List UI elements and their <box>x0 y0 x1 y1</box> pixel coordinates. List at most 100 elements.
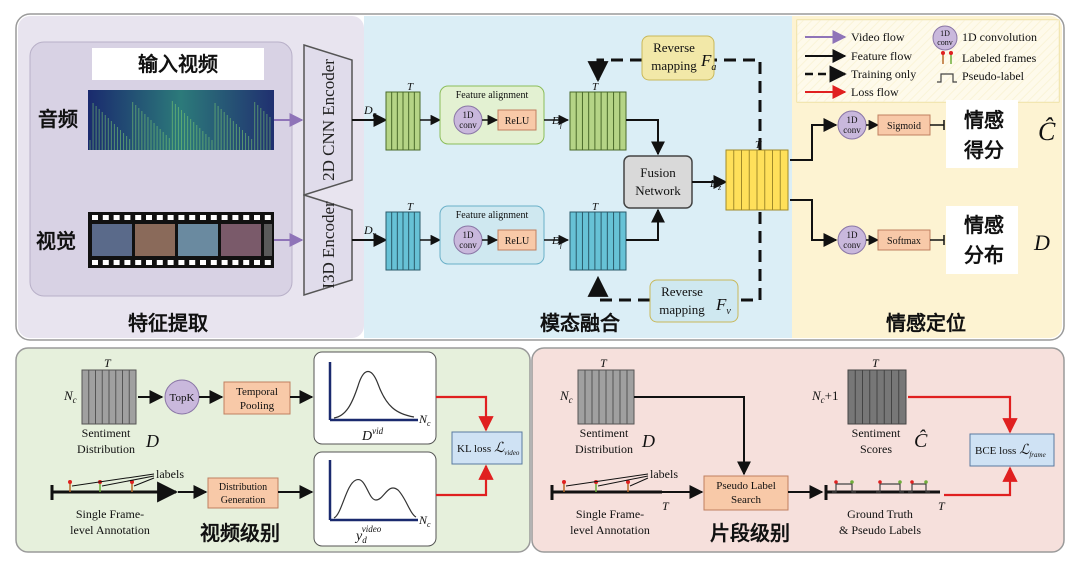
reverse-mapping-video-symbol: Fv <box>715 295 731 317</box>
sl-nc: Nc <box>559 388 573 405</box>
ground-truth-dot <box>898 480 902 484</box>
grid-v2-to-fusion <box>626 208 665 241</box>
sl-c-hat: Ĉ <box>914 428 928 452</box>
t-label-a2: T <box>592 81 599 93</box>
labeled-frame-dot <box>626 480 630 484</box>
sl-t2: T <box>662 499 670 513</box>
feature-extraction-label: 特征提取 <box>128 311 208 335</box>
video-level-section-label: 视频级别 <box>200 521 280 545</box>
film-hole <box>146 215 152 220</box>
score-label-2: 得分 <box>963 138 1004 162</box>
film-hole <box>135 215 142 220</box>
sl-scores-grid <box>847 369 907 425</box>
legend-training-only: Training only <box>851 67 916 81</box>
gt-pseudo-timeline <box>824 480 940 500</box>
vl-t: T <box>104 356 112 370</box>
video-aligned-grid <box>569 211 627 271</box>
sl-nc-plus: Nc+1 <box>811 388 839 405</box>
vl-sd-1: Sentiment <box>82 426 131 440</box>
t-label-v2: T <box>592 201 599 213</box>
conv-dist-label-2: conv <box>843 240 861 250</box>
ground-truth-dot <box>924 480 928 484</box>
pseudo-label-bracket <box>876 483 904 493</box>
audio-label: 音频 <box>38 107 78 131</box>
conv-audio-label-2: conv <box>459 120 477 130</box>
reverse-mapping-video-label-1: Reverse <box>661 284 703 299</box>
pseudo-label-bracket <box>832 483 856 493</box>
sl-labels: labels <box>650 467 678 481</box>
scores-2: Scores <box>860 442 892 456</box>
vl-d-symbol: D <box>145 431 159 451</box>
d-vid-curve <box>333 370 415 419</box>
dist-label-1: 情感 <box>964 213 1004 237</box>
segment-level-panel: Nc T Sentiment Distribution D labels T S… <box>531 347 1065 553</box>
d-vid-to-kl <box>436 395 494 432</box>
distribution-generation-2: Generation <box>221 495 265 506</box>
legend-conv-icon <box>932 25 958 51</box>
film-hole <box>113 215 120 220</box>
film-hole <box>243 260 250 265</box>
film-hole <box>124 215 131 220</box>
fused-feature-grid <box>725 149 789 211</box>
grid-frame <box>569 211 627 271</box>
conv-score-label-1: 1D <box>847 115 859 125</box>
d-v-label: Dv <box>363 223 377 239</box>
topk-label: TopK <box>170 392 195 404</box>
d-symbol: D <box>1033 230 1050 255</box>
dz-to-dist-arrow <box>790 199 838 247</box>
sl-sentiment-grid <box>577 369 635 425</box>
t-label-a1: T <box>407 81 414 93</box>
training-only-path-audio-2 <box>587 58 642 83</box>
film-hole <box>210 260 217 265</box>
dz-to-score-arrow <box>790 118 838 161</box>
fusion-network-label-1: Fusion <box>640 165 676 180</box>
relu-video <box>497 229 537 251</box>
film-hole <box>232 260 239 265</box>
legend-video-flow: Video flow <box>851 30 905 44</box>
legend-pseudo-label: Pseudo-label <box>962 69 1025 83</box>
pseudo-label-bracket <box>908 483 930 493</box>
scores-1: Sentiment <box>852 426 901 440</box>
film-hole <box>254 215 260 220</box>
d-a-label: Da <box>363 103 377 119</box>
d-f-v-label: Df <box>551 235 564 249</box>
film-strip <box>88 212 274 268</box>
video-level-panel: Nc T Sentiment Distribution D TopK Tempo… <box>15 347 531 553</box>
film-hole <box>156 215 163 220</box>
film-hole <box>135 260 142 265</box>
relu-video-label: ReLU <box>505 236 530 247</box>
distribution-generation <box>207 477 279 509</box>
film-hole <box>200 260 206 265</box>
modal-fusion: Da Dv T T Feature alignment 1D conv ReLU… <box>352 35 789 335</box>
encoder-2dcnn <box>303 43 353 197</box>
conv-score-label-2: conv <box>843 125 861 135</box>
film-hole <box>264 260 271 265</box>
vl-sd-2: Distribution <box>77 442 135 456</box>
film-hole <box>210 215 217 220</box>
t-label-v1: T <box>407 201 414 213</box>
feature-alignment-audio-label: Feature alignment <box>456 90 529 101</box>
fusion-network-label-2: Network <box>635 183 681 198</box>
reverse-mapping-audio <box>641 35 715 81</box>
softmax-label: Softmax <box>887 236 921 247</box>
audio-aligned-grid <box>569 91 627 151</box>
grid-a2-to-fusion <box>626 119 665 156</box>
film-hole <box>178 215 185 220</box>
ground-truth-dot <box>834 480 838 484</box>
labeled-frame-dot <box>130 480 134 484</box>
vl-sentiment-grid <box>81 369 137 425</box>
legend-loss-flow: Loss flow <box>851 85 899 99</box>
feature-extraction: 输入视频 音频 视觉 2D CNN Encoder I3D Encoder 特征… <box>29 41 353 335</box>
legend-conv-icon-label-1: 1D <box>940 29 950 38</box>
ground-truth-dot <box>878 480 882 484</box>
sl-grid-to-search <box>634 396 751 476</box>
sl-scores-t: T <box>872 356 880 370</box>
encoder-2dcnn-label: 2D CNN Encoder <box>319 59 338 181</box>
film-hole <box>200 215 206 220</box>
gt-1: Ground Truth <box>847 507 913 521</box>
sl-t: T <box>600 356 608 370</box>
sl-sf-1: Single Frame- <box>576 507 644 521</box>
y-d-to-kl <box>436 464 494 497</box>
